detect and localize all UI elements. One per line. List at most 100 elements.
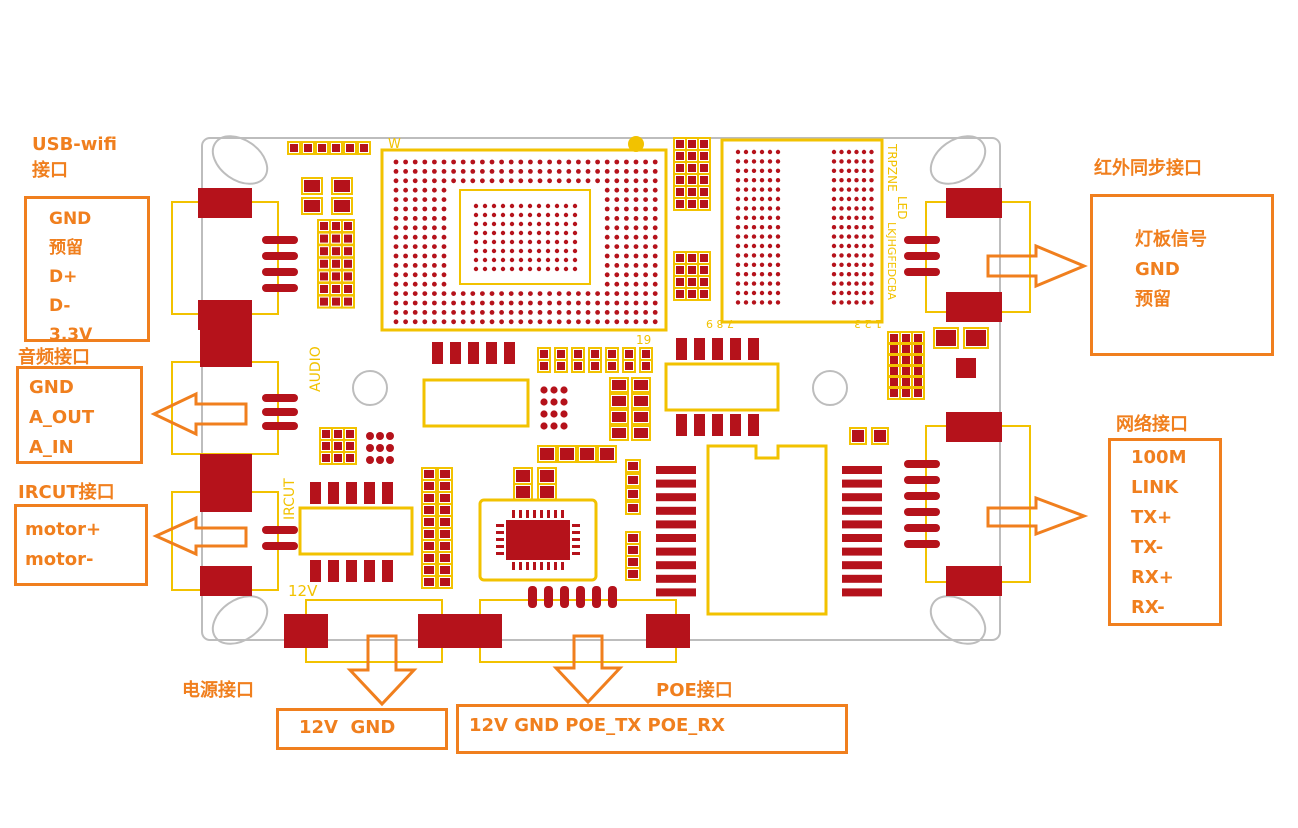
bga-ball	[556, 300, 562, 306]
bga-ball	[500, 203, 506, 209]
bga-ball	[572, 212, 578, 218]
bga-ball	[422, 169, 428, 174]
mem-ball	[831, 234, 837, 239]
bga-ball	[604, 244, 610, 250]
pad-frame	[697, 287, 711, 301]
mem-ball	[831, 196, 837, 202]
bga-ball	[527, 221, 533, 227]
bga-ball	[432, 169, 437, 174]
bga-ball	[403, 281, 408, 287]
ic-leg	[656, 588, 696, 597]
mem-ball	[846, 196, 852, 202]
bga-ball	[473, 257, 479, 263]
bga-ball	[643, 281, 648, 287]
bga-ball	[595, 169, 600, 174]
bga-ball	[509, 230, 515, 236]
bga-ball	[566, 169, 572, 174]
pad-frame	[537, 445, 557, 463]
bga-ball	[509, 266, 515, 272]
bga-ball	[470, 159, 476, 165]
mcu-leg	[572, 531, 580, 534]
smd-pad	[914, 389, 922, 397]
bga-ball	[432, 216, 437, 221]
mem-ball	[846, 149, 852, 155]
smd-pad	[540, 486, 554, 498]
mem-ball	[743, 168, 749, 173]
smd-pad	[612, 428, 626, 438]
mcu-leg	[572, 538, 580, 541]
pin-label: motor+	[25, 519, 102, 540]
pad-frame	[605, 359, 619, 373]
smd-pad	[424, 494, 434, 502]
mem-ball	[759, 159, 765, 164]
smd-pad	[688, 278, 696, 286]
bga-ball	[554, 248, 560, 254]
mem-ball	[759, 149, 765, 155]
pad-frame	[849, 427, 867, 445]
bga-ball	[518, 266, 524, 272]
bga-ball	[412, 244, 418, 250]
mcu-leg	[540, 562, 543, 570]
bga-ball	[563, 248, 569, 254]
bga-ball	[412, 300, 418, 306]
mcu-leg	[572, 552, 580, 555]
memory-chip-outline	[720, 138, 884, 324]
mem-ball	[831, 215, 837, 220]
mem-ball	[846, 262, 852, 267]
mcu-leg	[561, 510, 564, 518]
smd-pad	[360, 144, 368, 152]
mem-ball	[854, 187, 859, 192]
mem-ball	[775, 243, 781, 249]
bga-ball	[614, 310, 620, 315]
smd-pad	[676, 188, 684, 196]
mem-ball	[869, 300, 874, 305]
bga-ball	[547, 178, 552, 184]
mem-ball	[743, 215, 749, 220]
smd-pad	[320, 297, 328, 306]
bga-ball	[624, 187, 629, 193]
smd-pad	[424, 506, 434, 514]
ic-leg	[450, 342, 461, 364]
mem-ball	[861, 178, 867, 183]
bga-ball	[432, 206, 437, 212]
smd-pad	[688, 176, 696, 184]
mem-ball	[743, 225, 749, 230]
bga-ball	[556, 159, 562, 165]
bga-ball	[556, 319, 562, 325]
bga-ball	[422, 291, 428, 296]
pad-frame	[631, 393, 651, 409]
smd-pad	[966, 330, 986, 346]
pin-label: A_IN	[29, 437, 74, 458]
bga-ball	[576, 291, 581, 296]
bga-ball	[412, 187, 418, 193]
bga-ball	[537, 291, 543, 296]
mem-ball	[775, 225, 781, 230]
connector-pins	[262, 236, 940, 608]
bga-ball	[604, 234, 610, 240]
bga-ball	[624, 169, 629, 174]
bga-ball	[480, 300, 485, 306]
mem-ball	[775, 187, 781, 192]
mem-ball	[767, 253, 773, 258]
bga-ball	[576, 178, 581, 184]
smd-pad	[688, 164, 696, 172]
bga-ball	[528, 319, 533, 325]
bga-ball	[566, 300, 572, 306]
bga-ball	[614, 216, 620, 221]
smd-pad	[516, 470, 530, 482]
bga-ball	[482, 212, 488, 218]
bga-ball	[643, 253, 648, 259]
bga-ball	[633, 216, 639, 221]
bga-ball	[432, 281, 437, 287]
mem-ball	[735, 187, 741, 192]
smd-pad	[424, 470, 434, 478]
bga-ball	[432, 225, 437, 231]
bga-ball	[595, 319, 600, 325]
mem-ball	[743, 159, 749, 164]
bga-ball	[545, 248, 551, 254]
smd-pad	[318, 144, 326, 152]
bga-ball	[470, 291, 476, 296]
mem-ball	[831, 262, 837, 267]
